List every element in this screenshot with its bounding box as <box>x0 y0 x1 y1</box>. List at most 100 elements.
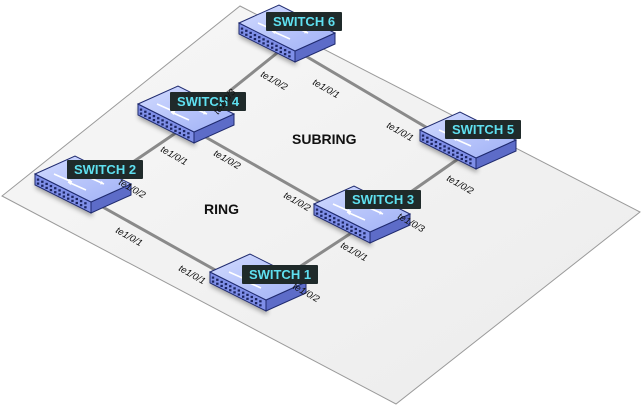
port-led <box>358 234 362 237</box>
port-led <box>144 114 147 117</box>
port-led <box>270 42 274 45</box>
port-led <box>275 48 278 51</box>
port-led <box>258 40 261 43</box>
port-led <box>315 208 319 211</box>
switch-arrowhead <box>347 211 351 216</box>
port-led <box>451 153 455 156</box>
switch-label-2: SWITCH 2 <box>67 160 143 179</box>
port-led <box>36 178 40 181</box>
port-led <box>447 151 451 154</box>
port-led <box>266 44 270 47</box>
port-led <box>79 204 83 207</box>
port-led <box>350 225 353 228</box>
port-led <box>148 112 151 116</box>
switch-arrowhead <box>379 210 383 215</box>
port-led <box>469 158 472 161</box>
port-led <box>71 195 74 198</box>
port-led <box>275 44 278 47</box>
port-led <box>337 219 340 222</box>
port-led <box>254 302 258 305</box>
switch-label-6: SWITCH 6 <box>266 12 342 31</box>
port-led <box>58 193 61 196</box>
port-led <box>66 197 70 200</box>
port-led <box>54 187 57 190</box>
switch-arrowhead <box>68 181 72 186</box>
port-led <box>54 191 57 194</box>
port-led <box>363 232 366 235</box>
port-led <box>434 140 438 144</box>
port-led <box>161 123 164 126</box>
port-led <box>174 125 177 128</box>
port-led <box>328 214 332 218</box>
switch-label-5: SWITCH 5 <box>445 120 521 139</box>
port-led <box>447 147 451 150</box>
switch-arrowhead <box>203 110 207 115</box>
switch-label-1: SWITCH 1 <box>242 265 318 284</box>
port-led <box>66 193 70 196</box>
port-led <box>333 217 336 220</box>
port-led <box>430 138 433 142</box>
port-led <box>249 31 252 35</box>
port-led <box>283 53 287 56</box>
port-led <box>62 195 66 198</box>
port-led <box>456 155 459 158</box>
port-led <box>250 295 253 299</box>
switch-label-bg <box>242 265 318 284</box>
port-led <box>84 206 87 209</box>
port-led <box>451 149 455 152</box>
port-led <box>443 145 446 148</box>
port-led <box>464 160 468 163</box>
port-led <box>266 40 270 43</box>
port-led <box>245 29 248 32</box>
port-led <box>426 136 429 139</box>
port-led <box>246 297 249 300</box>
switch-arrowhead <box>171 111 175 116</box>
port-led <box>333 221 336 224</box>
port-led <box>443 149 446 152</box>
port-led <box>174 129 177 132</box>
port-led <box>62 191 66 194</box>
port-led <box>315 212 319 215</box>
port-led <box>216 282 219 285</box>
port-led <box>341 225 345 228</box>
port-led <box>84 202 87 205</box>
port-led <box>187 136 190 139</box>
port-led <box>249 35 252 39</box>
port-led <box>229 285 232 288</box>
port-led <box>144 110 147 113</box>
port-led <box>439 143 442 146</box>
switch-arrowhead <box>100 180 104 185</box>
switch-label-bg <box>445 120 521 139</box>
port-led <box>259 304 262 307</box>
port-led <box>337 223 340 226</box>
port-led <box>165 121 169 124</box>
port-led <box>320 214 323 217</box>
port-led <box>241 291 245 294</box>
port-led <box>460 157 463 161</box>
switch-label-bg <box>266 12 342 31</box>
port-led <box>229 289 232 292</box>
port-led <box>241 295 245 298</box>
port-led <box>246 293 249 296</box>
port-led <box>253 33 257 37</box>
port-led <box>320 210 323 213</box>
port-led <box>157 117 160 120</box>
port-led <box>36 182 40 185</box>
port-led <box>75 201 78 205</box>
port-led <box>279 50 282 54</box>
port-led <box>220 284 223 288</box>
port-led <box>324 216 327 220</box>
port-led <box>262 38 265 41</box>
port-led <box>421 134 425 137</box>
port-led <box>460 153 463 157</box>
switch-label-text: SWITCH 3 <box>352 192 414 207</box>
port-led <box>148 116 151 120</box>
port-led <box>169 127 173 130</box>
port-led <box>165 125 169 128</box>
port-led <box>152 118 156 122</box>
port-led <box>220 280 223 284</box>
port-led <box>288 55 291 58</box>
port-led <box>58 189 61 192</box>
port-led <box>426 140 429 143</box>
port-led <box>182 134 186 137</box>
